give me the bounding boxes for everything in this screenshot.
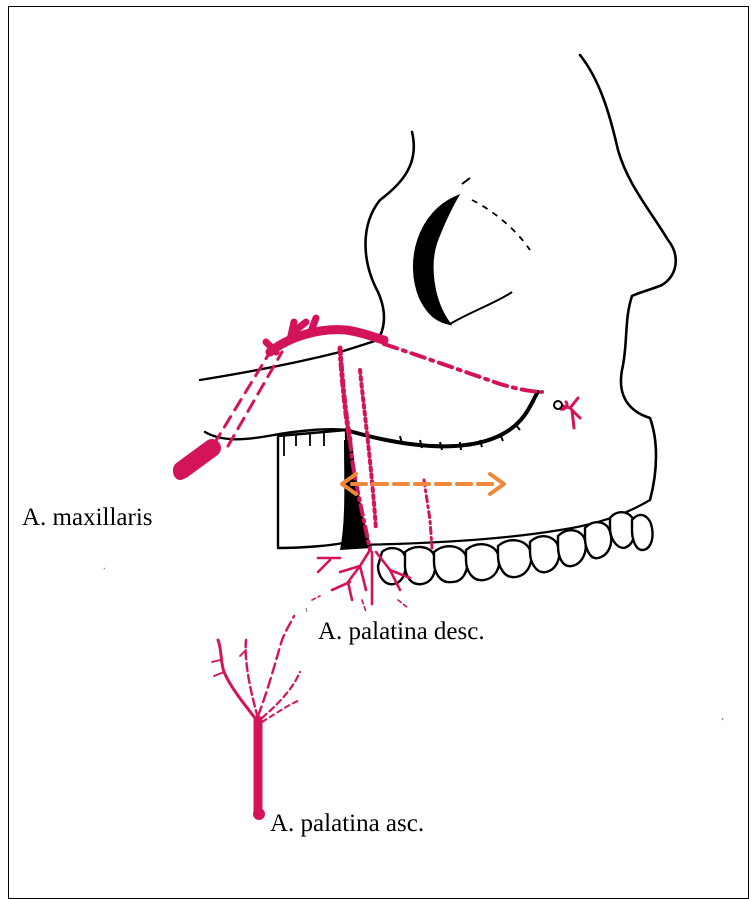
label-a-palatina-asc: A. palatina asc. — [270, 810, 424, 838]
tooth — [434, 546, 467, 582]
palatine-branches-fine — [312, 596, 408, 612]
label-a-palatina-desc: A. palatina desc. — [318, 618, 485, 646]
maxillary-artery — [173, 318, 580, 480]
maxillary-artery-hidden-course — [214, 352, 270, 444]
infraorbital-artery — [384, 344, 542, 392]
tooth — [558, 530, 586, 566]
maxillary-artery-branch — [266, 318, 316, 352]
tooth — [585, 522, 611, 558]
teeth-row — [378, 512, 653, 584]
maxillary-artery-trunk — [182, 448, 212, 470]
maxillary-artery-cut — [173, 462, 187, 480]
orbit-outer-arc — [472, 200, 530, 250]
orbit-inner-outline — [450, 292, 512, 324]
face-profile-outline — [580, 55, 676, 500]
ascending-palatine-fine-branch — [212, 650, 246, 676]
infraorbital-foramen — [554, 401, 562, 409]
descending-palatine-course — [424, 480, 432, 548]
tooth — [466, 544, 499, 580]
tooth — [632, 515, 653, 550]
ascending-palatine-origin — [253, 808, 265, 820]
tooth — [378, 548, 406, 584]
descending-palatine-course — [340, 348, 350, 440]
double-headed-dashed-arrow — [342, 474, 504, 494]
orbit-tick — [462, 178, 470, 184]
label-a-maxillaris: A. maxillaris — [22, 504, 153, 532]
mandible-ramus — [278, 430, 348, 548]
ascending-palatine-branch — [218, 640, 258, 722]
tooth — [530, 536, 559, 572]
zygomatic-arch-upper — [200, 338, 384, 380]
ascending-palatine-artery — [212, 616, 300, 820]
ascending-palatine-branch — [258, 616, 294, 716]
orbit-crescent — [414, 196, 458, 324]
tooth — [498, 540, 531, 577]
ascending-palatine-branch — [262, 700, 300, 722]
maxillary-artery-hidden-course — [228, 352, 282, 446]
maxilla-lower-border — [346, 392, 538, 446]
nasal-bone-outline — [366, 132, 414, 336]
